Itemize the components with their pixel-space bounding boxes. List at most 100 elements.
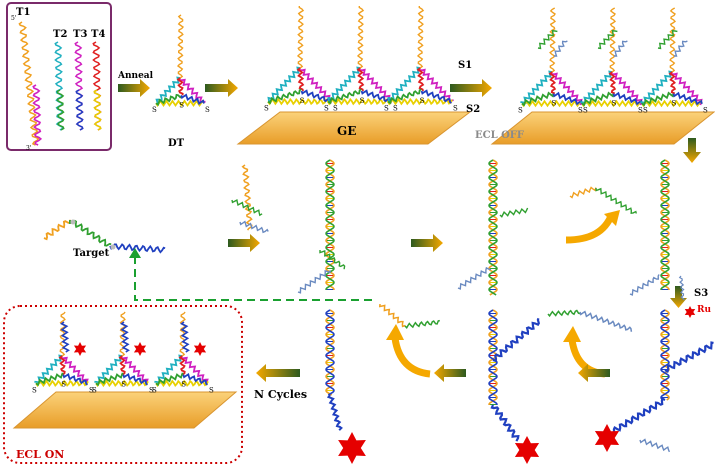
thiol-label: S — [453, 105, 458, 113]
gold-electrode-plate — [490, 111, 715, 145]
edge-blue — [62, 373, 89, 386]
label-ecl-off: ECL OFF — [475, 130, 524, 141]
strand-t1 — [18, 21, 43, 146]
thiol-label: S — [360, 97, 365, 105]
edge-blue — [300, 89, 332, 104]
edge-green — [581, 91, 615, 107]
edge-blue — [612, 91, 643, 106]
anneal-arrow — [118, 79, 150, 97]
released-strand-2 — [547, 309, 633, 332]
hybridize-arrow — [450, 79, 492, 97]
ru-complex-3 — [594, 309, 714, 453]
double-helix — [660, 159, 670, 290]
edge-yellow — [155, 379, 209, 388]
thiol-label: S — [264, 105, 269, 113]
s2-strand — [639, 438, 671, 453]
strand-t4 — [92, 41, 102, 131]
helix-strand-b — [488, 159, 498, 296]
edge-blue — [122, 373, 149, 386]
s2-strand — [554, 40, 568, 57]
strand-t3-lower — [75, 89, 84, 131]
released-segment — [569, 186, 597, 199]
helix-strand-a — [660, 309, 670, 401]
released-segment — [595, 187, 637, 215]
edge-red — [608, 71, 617, 95]
curved-arrow-right-head — [563, 326, 581, 342]
thiol-label: S — [149, 386, 154, 394]
edge-green — [95, 372, 124, 387]
curved-arrow-left-head — [386, 324, 404, 340]
edge-pink — [60, 355, 89, 385]
ru-star-icon — [73, 342, 87, 356]
probe-strand — [176, 14, 185, 79]
gold-electrode-plate — [236, 111, 472, 145]
ru-tag-icon — [684, 306, 696, 318]
thiol-label: S — [333, 105, 338, 113]
probe-complex-3 — [457, 159, 529, 296]
thiol-label: S — [393, 105, 398, 113]
thiol-label: S — [384, 105, 389, 113]
edge-blue — [360, 89, 392, 104]
thiol-label: S — [152, 386, 157, 394]
strand-t2 — [54, 41, 65, 131]
thiol-label: S — [209, 386, 214, 394]
thiol-label: S — [552, 100, 557, 108]
s1-strand — [319, 250, 346, 270]
s1-strand — [231, 199, 263, 217]
edge-red — [118, 355, 126, 376]
edge-pink — [298, 67, 334, 102]
label-ecl-on: ECL ON — [16, 448, 64, 461]
target-segment — [68, 219, 112, 247]
thiol-label: S — [61, 381, 66, 389]
released-strand — [569, 186, 637, 215]
ru-strand — [612, 397, 666, 435]
edge-yellow — [95, 379, 149, 388]
edge-yellow — [387, 97, 453, 106]
helix-strand-a — [488, 159, 498, 296]
edge-cyan — [267, 66, 301, 104]
double-helix — [488, 159, 498, 296]
edge-blue — [180, 93, 205, 106]
edge-green — [155, 372, 184, 387]
strand-t2-lower — [56, 89, 65, 131]
edge-blue — [420, 89, 452, 104]
strand-t3 — [74, 41, 84, 131]
double-helix — [325, 159, 335, 290]
edge-green — [521, 91, 555, 107]
arrow-row3-1 — [434, 364, 466, 382]
probe-strand — [241, 164, 253, 231]
ru-star-icon — [514, 436, 540, 464]
probe-strand — [416, 6, 425, 69]
edge-cyan — [327, 66, 361, 104]
target-strand — [43, 219, 166, 254]
release-arrow-head — [604, 210, 620, 226]
recycle-path — [134, 254, 372, 301]
s2-strand — [297, 270, 331, 294]
recycle-arrow-head — [129, 248, 141, 258]
arrow-row2-1 — [228, 234, 260, 252]
edge-green — [387, 88, 422, 105]
helix-strand-a — [325, 159, 335, 290]
edge-red — [296, 67, 305, 92]
edge-green — [155, 93, 183, 107]
edge-cyan — [387, 66, 421, 104]
label-anneal: Anneal — [117, 71, 154, 81]
thiol-label: S — [324, 105, 329, 113]
s2-strand — [674, 40, 688, 57]
ru-strand — [490, 404, 520, 442]
helix-strand-b — [325, 159, 335, 290]
target-segment — [43, 219, 72, 241]
strand-t1-lower — [32, 84, 43, 146]
thiol-label: S — [300, 97, 305, 105]
thiol-label: S — [89, 386, 94, 394]
probe-strand — [356, 6, 365, 69]
